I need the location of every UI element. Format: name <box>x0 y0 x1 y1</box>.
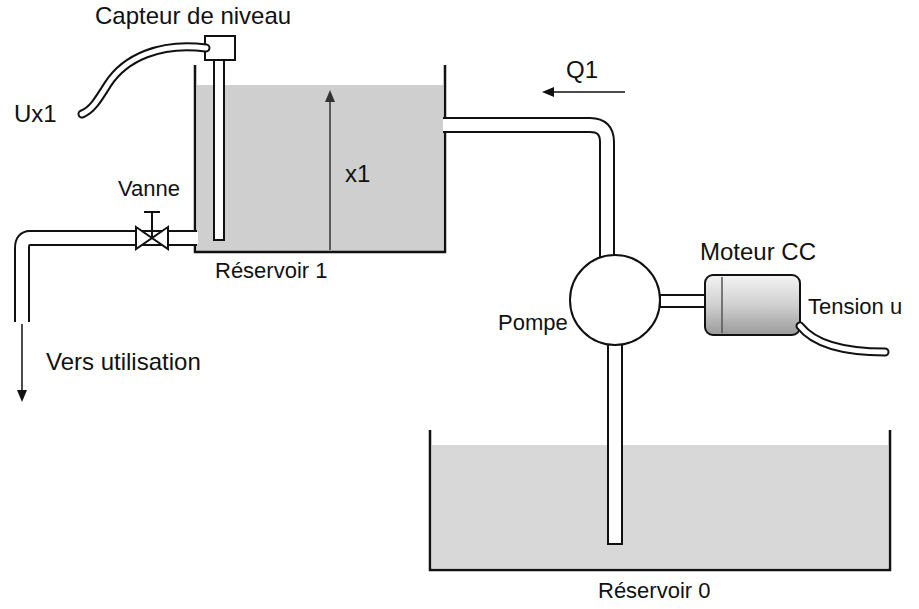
sensor-cable-core <box>82 47 206 114</box>
sensor-rod <box>214 58 224 240</box>
motor-body <box>705 275 800 335</box>
text-label: Ux1 <box>14 100 57 128</box>
sensor-cable <box>82 47 206 114</box>
text-label: Vanne <box>118 176 180 201</box>
text-label: Moteur CC <box>700 238 816 266</box>
arrow-head <box>325 90 335 102</box>
text-label: Q1 <box>566 56 598 84</box>
flow-arrow <box>552 91 625 93</box>
level-arrow <box>329 100 331 250</box>
text-label: Réservoir 1 <box>215 258 327 283</box>
outlet-pipe <box>22 238 197 322</box>
pump-shaft <box>660 295 706 307</box>
delivery-pipe-core <box>443 125 607 263</box>
valve-stem <box>151 212 153 238</box>
valve-handle <box>144 211 160 213</box>
motor-cable-core <box>800 326 885 352</box>
motor-cable <box>800 326 885 352</box>
suction-pipe-core <box>609 338 621 543</box>
tank-liquid <box>197 85 443 251</box>
outlet-pipe-core <box>22 238 198 323</box>
motor-detail <box>721 277 723 333</box>
reservoir-wall <box>430 430 890 570</box>
delivery-pipe <box>443 125 607 262</box>
text-label: Vers utilisation <box>46 348 201 376</box>
valve-symbol <box>136 227 152 249</box>
pump-body <box>570 255 660 345</box>
text-label: x1 <box>345 160 370 188</box>
text-label: Pompe <box>498 310 568 335</box>
text-label: Capteur de niveau <box>95 2 291 30</box>
flow-arrow <box>21 324 23 392</box>
text-label: Réservoir 0 <box>598 578 710 603</box>
arrow-head <box>542 87 554 97</box>
arrow-head <box>17 390 27 402</box>
text-label: Tension u <box>808 294 902 319</box>
tank-wall <box>195 65 445 252</box>
reservoir-liquid <box>432 445 888 568</box>
valve-symbol <box>152 227 168 249</box>
